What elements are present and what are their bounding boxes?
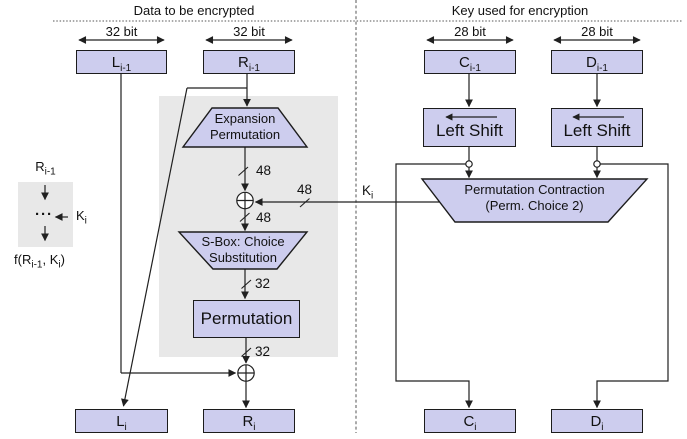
legend-key-label: Ki [76, 208, 87, 227]
section-title-key: Key used for encryption [451, 3, 589, 18]
key-path-wires [395, 73, 669, 409]
register-r-next: Ri [203, 409, 295, 433]
left-arrow-icon [572, 113, 624, 121]
register-label: Li-1 [111, 53, 132, 74]
bit-width-label: 32 bit [233, 24, 265, 39]
bus-label-48: 48 [256, 210, 272, 225]
data-path-wires [120, 74, 440, 409]
branch-node-icon [465, 160, 473, 168]
bus-label-48: 48 [256, 163, 272, 178]
register-l-prev: Li-1 [76, 50, 167, 74]
register-c-next: Ci [424, 409, 516, 433]
xor-icon [236, 191, 254, 210]
bit-width-label: 28 bit [454, 24, 486, 39]
perm-contraction-label: Permutation Contraction(Perm. Choice 2) [464, 182, 605, 213]
register-label: Ri-1 [238, 53, 260, 74]
register-r-prev: Ri-1 [203, 50, 295, 74]
permutation-label: Permutation [200, 309, 293, 328]
sbox-shape [177, 231, 309, 270]
legend-input-label: Ri-1 [35, 159, 56, 178]
expansion-permutation-shape [181, 107, 309, 148]
register-d-next: Di [551, 409, 643, 433]
legend-output-label: f(Ri-1, Ki) [14, 252, 65, 271]
bus-label-32: 32 [255, 344, 271, 359]
permutation-block: Permutation [193, 300, 300, 338]
register-c-prev: Ci-1 [424, 50, 516, 74]
bus-width-ticks [238, 166, 310, 357]
left-arrow-icon [444, 113, 497, 121]
register-label: Ri [242, 412, 256, 433]
left-shift-d-block: Left Shift [551, 108, 643, 147]
register-label: Di [590, 412, 604, 433]
register-label: Li [116, 412, 127, 433]
bus-label-32: 32 [255, 276, 271, 291]
left-shift-c-block: Left Shift [423, 108, 516, 147]
bit-width-label: 32 bit [105, 24, 138, 39]
left-shift-label: Left Shift [435, 121, 504, 140]
register-label: Ci [463, 412, 477, 433]
register-d-prev: Di-1 [551, 50, 643, 74]
legend-dots: ··· [35, 206, 53, 223]
xor-icon [237, 364, 255, 382]
legend-arrows [41, 185, 68, 242]
branch-node-icon [593, 160, 601, 168]
register-label: Di-1 [586, 53, 608, 74]
perm-contraction-shape [420, 178, 649, 223]
left-shift-label: Left Shift [563, 121, 631, 140]
bus-label-48: 48 [297, 182, 313, 197]
section-title-data: Data to be encrypted [133, 3, 255, 18]
register-label: Ci-1 [459, 53, 481, 74]
subkey-label: Ki [362, 183, 374, 202]
register-l-next: Li [75, 409, 168, 433]
bit-width-label: 28 bit [581, 24, 613, 39]
